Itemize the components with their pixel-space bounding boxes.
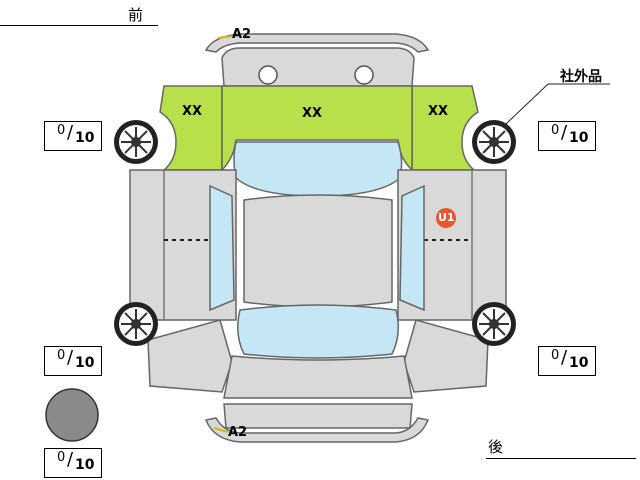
front-left-wheel	[113, 119, 159, 165]
right-fender-code: XX	[428, 104, 449, 119]
right-front-window	[399, 184, 425, 312]
tread-slash: /	[561, 122, 568, 143]
tread-max: 10	[75, 457, 95, 473]
tread-max: 10	[75, 130, 95, 146]
tread-value: 0	[551, 348, 560, 363]
tread-value: 0	[551, 123, 560, 138]
right-front-fender	[411, 85, 479, 171]
u1-badge	[436, 208, 456, 228]
rear-right-wheel	[471, 301, 517, 347]
tread-slash: /	[561, 347, 568, 368]
tread-max: 10	[569, 355, 589, 371]
right-rear-quarter	[403, 319, 489, 393]
rear-bumper-code: A2	[228, 425, 248, 440]
rear-bumper-inner	[223, 403, 413, 429]
tread-value: 0	[57, 450, 66, 465]
tread-value: 0	[57, 348, 66, 363]
tread-slash: /	[67, 122, 74, 143]
left-headlight	[258, 65, 278, 85]
tread-slash: /	[67, 347, 74, 368]
tread-value: 0	[57, 123, 66, 138]
hood-code: XX	[302, 106, 323, 121]
rear-window	[237, 304, 399, 359]
front-right-wheel	[471, 119, 517, 165]
left-front-window	[209, 184, 235, 312]
roof	[243, 194, 393, 308]
front-underline	[0, 25, 158, 26]
left-rear-quarter	[147, 319, 233, 393]
front-bumper-code: A2	[232, 27, 252, 42]
hood	[221, 85, 413, 172]
tread-slash: /	[67, 449, 74, 470]
rear-bumper	[204, 417, 430, 443]
tread-spare: 0 / 10	[44, 448, 102, 478]
front-nose	[221, 47, 415, 87]
rear-label: 後	[488, 438, 504, 456]
rear-left-wheel	[113, 301, 159, 347]
rear-underline	[486, 458, 636, 459]
spare-tire	[45, 388, 99, 442]
tread-max: 10	[75, 355, 95, 371]
left-fender-code: XX	[182, 104, 203, 119]
right-headlight	[354, 65, 374, 85]
aftermarket-leader	[505, 83, 610, 125]
u1-badge-text: U1	[438, 211, 455, 224]
tread-rear-right: 0 / 10	[538, 346, 596, 376]
tread-front-left: 0 / 10	[44, 121, 102, 151]
windshield	[233, 141, 403, 197]
front-label: 前	[128, 6, 144, 24]
trunk	[223, 355, 413, 399]
tread-front-right: 0 / 10	[538, 121, 596, 151]
tread-max: 10	[569, 130, 589, 146]
left-front-fender	[159, 85, 223, 171]
tread-rear-left: 0 / 10	[44, 346, 102, 376]
aftermarket-label: 社外品	[560, 69, 602, 85]
